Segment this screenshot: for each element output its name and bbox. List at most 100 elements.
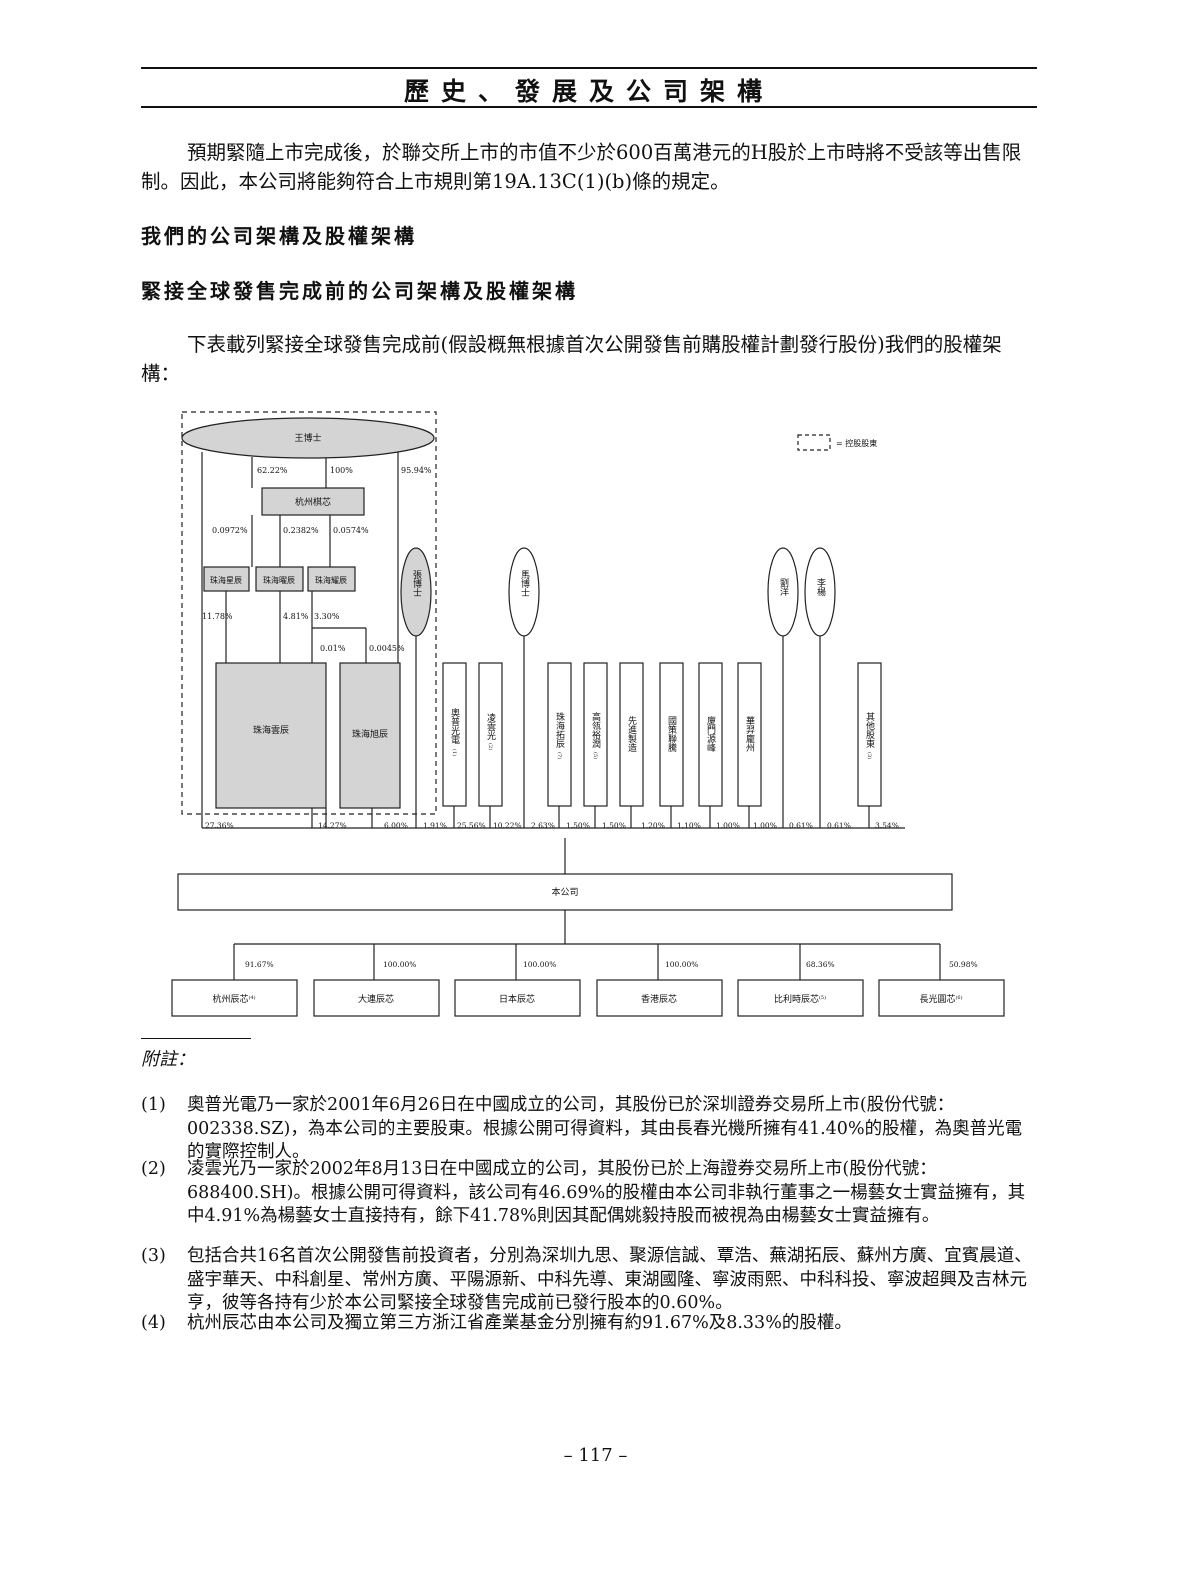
guoce-label: 國策聯騰 bbox=[666, 716, 677, 753]
sub-box-3 bbox=[454, 979, 581, 1017]
xianjin-label: 先進製造 bbox=[626, 715, 637, 753]
subsidiary-label: 比利時辰芯(5) bbox=[774, 993, 826, 1005]
subsidiary-pct-label: 68.36% bbox=[806, 960, 835, 969]
sub3-node bbox=[307, 566, 356, 592]
subsidiary-note-ref: (6) bbox=[955, 994, 962, 1001]
subsidiary-pct-label: 100.00% bbox=[383, 960, 416, 969]
footnote-rule bbox=[141, 1038, 251, 1039]
xuchen-label: 珠海旭辰 bbox=[352, 728, 388, 740]
wang-node bbox=[181, 417, 435, 459]
holding-pct-label: 0.61% bbox=[789, 821, 813, 830]
subsidiary-label: 日本辰芯 bbox=[499, 993, 535, 1005]
subsidiary-note-ref: (5) bbox=[819, 994, 826, 1001]
section-subheading: 緊接全球發售完成前的公司架構及股權架構 bbox=[141, 279, 578, 303]
others-sup: (3) bbox=[866, 752, 873, 759]
holding-pct-label: 1.50% bbox=[566, 821, 590, 830]
others-label: 其他股東 bbox=[864, 712, 875, 749]
subsidiary-label: 香港辰芯 bbox=[641, 993, 677, 1005]
hangzhou-qixin-node bbox=[261, 487, 365, 516]
qixin-label: 杭州棋芯 bbox=[295, 496, 331, 508]
tuochen-sup: (7) bbox=[556, 752, 563, 759]
holding-pct-label: 1.00% bbox=[753, 821, 777, 830]
holding-pct-label: 3.54% bbox=[875, 821, 899, 830]
footnote-text: 包括合共16名首次公開發售前投資者，分別為深圳九思、聚源信誠、覃浩、蕪湖拓辰、蘇… bbox=[187, 1246, 1032, 1313]
controlling-group-boundary bbox=[181, 411, 437, 815]
holding-pct-label: 10.22% bbox=[493, 821, 522, 830]
pct-wang-xuchen: 95.94% bbox=[401, 466, 432, 475]
subsidiary-pct-label: 100.00% bbox=[523, 960, 556, 969]
holding-pct-label: 1.50% bbox=[602, 821, 626, 830]
pct-wang-qixin: 62.22% bbox=[257, 466, 288, 475]
subsidiary-pct-label: 50.98% bbox=[949, 960, 978, 969]
aopu-sup: (1) bbox=[451, 749, 458, 756]
holding-pct-label: 25.56% bbox=[457, 821, 486, 830]
holding-pct-label: 1.20% bbox=[641, 821, 665, 830]
subsidiary-label: 大連辰芯 bbox=[358, 993, 394, 1005]
holding-pct-label: 0.61% bbox=[827, 821, 851, 830]
lingyun-sup: (2) bbox=[487, 743, 494, 750]
sub-box-1 bbox=[171, 979, 298, 1017]
footnote-2: (2) 凌雲光乃一家於2002年8月13日在中國成立的公司，其股份已於上海證券交… bbox=[141, 1158, 1037, 1229]
pct-a: 0.0972% bbox=[212, 526, 248, 535]
li-label: 李楊 bbox=[815, 577, 826, 597]
wang-label: 王博士 bbox=[294, 432, 321, 444]
footnote-number: (4) bbox=[141, 1313, 166, 1333]
ma-label: 馬博士 bbox=[519, 570, 530, 597]
intro-paragraph: 預期緊隨上市完成後，於聯交所上市的市值不少於600百萬港元的H股於上市時將不受該… bbox=[141, 141, 1022, 193]
page-number: – 117 – bbox=[563, 1445, 628, 1466]
footnote-text: 奧普光電乃一家於2001年6月26日在中國成立的公司，其股份已於深圳證券交易所上… bbox=[187, 1095, 1023, 1162]
footnote-1: (1) 奧普光電乃一家於2001年6月26日在中國成立的公司，其股份已於深圳證券… bbox=[141, 1094, 1037, 1165]
header-top-rule bbox=[141, 67, 1037, 69]
sub-box-4 bbox=[596, 979, 723, 1017]
subsidiary-note-ref: (4) bbox=[248, 994, 255, 1001]
pct-h: 0.0045% bbox=[369, 644, 405, 653]
sub3-label: 珠海耀辰 bbox=[315, 575, 347, 585]
yunchen-node bbox=[215, 662, 327, 809]
sub-box-5 bbox=[737, 979, 864, 1017]
holding-pct-label: 27.36% bbox=[205, 821, 234, 830]
subsidiary-label: 長光圓芯(6) bbox=[919, 993, 962, 1005]
sub1-label: 珠海星辰 bbox=[210, 575, 242, 585]
pct-b: 0.2382% bbox=[283, 526, 319, 535]
pct-f: 3.30% bbox=[314, 612, 340, 621]
pct-c: 0.0574% bbox=[333, 526, 369, 535]
subsidiary-pct-label: 100.00% bbox=[665, 960, 698, 969]
xuchen-node bbox=[339, 662, 401, 809]
footnote-number: (3) bbox=[141, 1246, 166, 1266]
header-bottom-rule bbox=[141, 106, 1037, 108]
lingyun-label: 凌雲光 bbox=[485, 712, 496, 741]
subsidiary-pct-label: 91.67% bbox=[245, 960, 274, 969]
pct-g: 0.01% bbox=[320, 644, 346, 653]
xiamen-label: 廈門源峰 bbox=[705, 715, 716, 752]
legend-swatch bbox=[797, 434, 831, 451]
tuochen-label: 珠海拓辰 bbox=[554, 711, 565, 749]
section-paragraph: 下表載列緊接全球發售完成前(假設概無根據首次公開發售前購股權計劃發行股份)我們的… bbox=[141, 333, 1002, 385]
section-heading: 我們的公司架構及股權架構 bbox=[141, 224, 417, 248]
sub2-node bbox=[255, 566, 304, 592]
footnote-text: 杭州辰芯由本公司及獨立第三方浙江省產業基金分別擁有約91.67%及8.33%的股… bbox=[187, 1313, 852, 1333]
holding-pct-label: 1.10% bbox=[677, 821, 701, 830]
pct-e: 4.81% bbox=[283, 612, 309, 621]
huayi-label: 華羿龐州 bbox=[744, 715, 755, 752]
footnote-3: (3) 包括合共16名首次公開發售前投資者，分別為深圳九思、聚源信誠、覃浩、蕪湖… bbox=[141, 1245, 1037, 1316]
legend-label: = 控股股東 bbox=[836, 438, 877, 448]
gaoling-sup: (5) bbox=[592, 752, 599, 759]
liu-label: 劉洋 bbox=[778, 577, 789, 597]
footnote-number: (2) bbox=[141, 1159, 166, 1179]
pct-d: 11.78% bbox=[202, 612, 233, 621]
subsidiary-label: 杭州辰芯(4) bbox=[212, 993, 255, 1005]
sub2-label: 珠海曜辰 bbox=[263, 575, 295, 585]
company-label: 本公司 bbox=[551, 886, 578, 898]
page-header-title: 歷史、發展及公司架構 bbox=[403, 77, 774, 106]
holding-pct-label: 14.27% bbox=[318, 821, 347, 830]
footnote-4: (4) 杭州辰芯由本公司及獨立第三方浙江省產業基金分別擁有約91.67%及8.3… bbox=[141, 1312, 1037, 1336]
gaoling-label: 高瓴裕潤 bbox=[590, 711, 601, 748]
aopu-label: 奧普光電 bbox=[449, 707, 460, 744]
sub-box-2 bbox=[313, 979, 440, 1017]
holding-pct-label: 6.00% bbox=[384, 821, 408, 830]
holding-pct-label: 1.00% bbox=[716, 821, 740, 830]
holding-pct-label: 2.63% bbox=[531, 821, 555, 830]
yunchen-label: 珠海雲辰 bbox=[253, 724, 289, 736]
footnote-number: (1) bbox=[141, 1095, 166, 1115]
